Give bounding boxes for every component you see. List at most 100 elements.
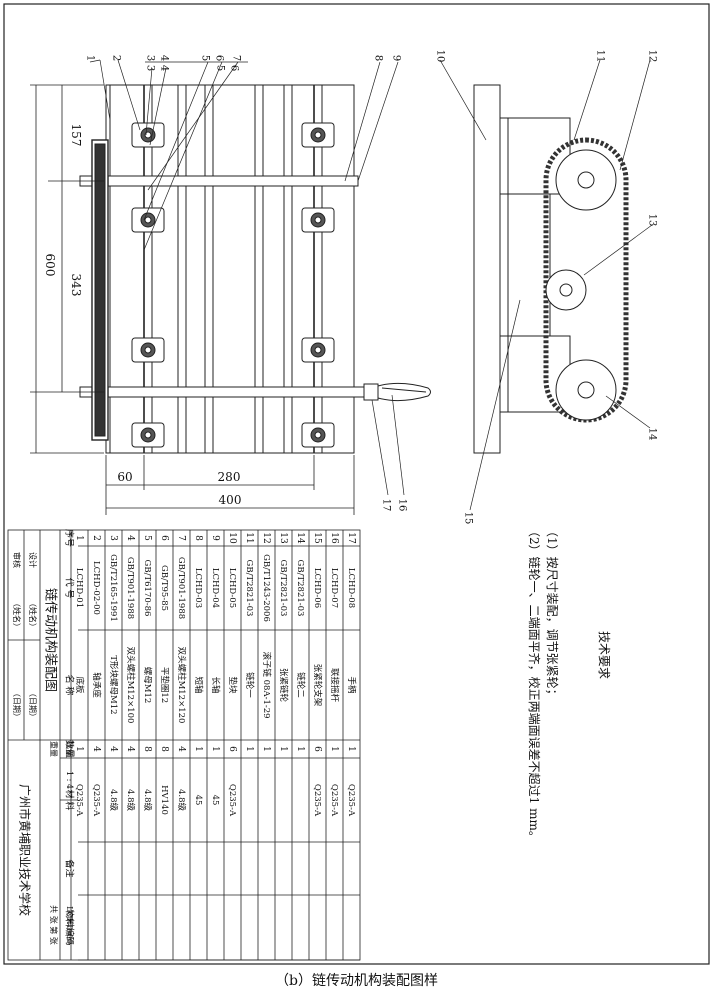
bom-cell-qty: 1 — [210, 746, 220, 752]
bom-cell-seq: 12 — [261, 532, 271, 543]
balloon-label: 5 — [200, 55, 211, 61]
bearing-block — [301, 122, 335, 148]
bom-header-matcode: 物料编码 — [64, 909, 76, 945]
bom-cell-code: GB/T2821-03 — [244, 560, 254, 617]
sprocket-two — [555, 359, 617, 421]
bom-cell-name: 平垫圈12 — [159, 667, 170, 703]
bom-cell-material: Q235-A — [74, 784, 84, 817]
bom-cell-name: 长轴 — [210, 676, 221, 693]
bearing-block — [301, 337, 335, 363]
bom-cell-code: GB/T6170-86 — [142, 560, 152, 617]
bom-cell-name: 双头螺柱M12×100 — [125, 647, 136, 724]
balloon-label: 16 — [397, 499, 408, 512]
bom-cell-code: LCHD-05 — [227, 568, 237, 608]
short-shaft — [79, 175, 359, 187]
bom-cell-seq: 10 — [227, 532, 237, 544]
balloon-label: 13 — [647, 214, 658, 227]
bom-cell-seq: 14 — [295, 532, 305, 544]
design-date: （日期） — [28, 689, 37, 721]
bom-cell-seq: 11 — [244, 532, 254, 543]
bom-cell-qty: 1 — [295, 746, 305, 752]
bom-cell-seq: 2 — [91, 535, 101, 541]
bom-cell-qty: 4 — [108, 746, 118, 752]
bom-cell-code: GB/T901-1988 — [176, 557, 186, 619]
tech-req-item-1: （1）按尺寸装配，调节张紧轮； — [545, 525, 559, 701]
bom-cell-material: Q235-A — [312, 784, 322, 817]
bom-cell-code: LCHD-06 — [312, 568, 322, 608]
bom-cell-name: 张紧链轮 — [278, 668, 289, 703]
bom-cell-seq: 7 — [176, 535, 186, 541]
bom-cell-name: 联接摇杆 — [329, 668, 340, 703]
roller-chain-inner — [94, 143, 106, 437]
bom-cell-seq: 8 — [193, 535, 203, 541]
bom-cell-name: T形块螺母M12 — [108, 655, 119, 714]
bom-cell-code: LCHD-01 — [74, 568, 84, 608]
bom-cell-code: GB/T1243-2006 — [261, 554, 271, 622]
handle — [377, 382, 431, 402]
bearing-block — [301, 207, 335, 233]
dim-400: 400 — [219, 493, 242, 507]
balloon-label: 3 — [145, 65, 156, 71]
bom-header-seq: 序号 — [64, 529, 76, 547]
balloon-label: 4 — [159, 55, 170, 61]
bom-cell-seq: 3 — [108, 535, 118, 541]
bearing-block — [131, 122, 165, 148]
bom-cell-name: 链轮一 — [244, 672, 255, 698]
bom-header-name: 名 称 — [64, 675, 76, 696]
bom-cell-qty: 1 — [244, 746, 254, 752]
bom-cell-name: 底板 — [74, 676, 85, 694]
tech-req-item-2: （2）链轮一、二端面平齐，校正两端面误差不超过1 mm。 — [527, 525, 542, 843]
bom-cell-name: 螺母M12 — [142, 667, 153, 704]
bom-cell-qty: 1 — [74, 746, 84, 752]
long-shaft — [79, 386, 376, 398]
bom-grid — [7, 529, 361, 961]
drawing-name: 链传动机构装配图 — [43, 588, 58, 692]
review-date: （日期） — [12, 689, 21, 721]
bom-cell-code: GB/T901-1988 — [125, 557, 135, 619]
review-label: 审核 — [12, 552, 22, 568]
handle-hub — [363, 383, 379, 401]
bom-header-note: 备注 — [64, 859, 76, 877]
bearing-blocks — [131, 122, 335, 448]
side-leaders — [439, 59, 653, 511]
bom-cell-material: 4.8级 — [142, 789, 153, 812]
bom-cell-seq: 9 — [210, 535, 220, 541]
balloon-label: 4 — [159, 65, 170, 71]
bom-cell-qty: 1 — [346, 746, 356, 752]
bom-cell-qty: 1 — [278, 746, 288, 752]
balloon-label: 9 — [391, 55, 402, 61]
bom-cell-name: 张紧轮支架 — [312, 664, 323, 707]
sheet-count: 共 张 第 张 — [49, 905, 59, 945]
balloon-label: 1 — [85, 55, 96, 61]
dim-600: 600 — [43, 254, 57, 277]
bom-table: 17LCHD-08手柄1Q235-A16LCHD-07联接摇杆1Q235-A15… — [7, 529, 361, 961]
balloon-label: 5 — [215, 65, 226, 71]
dim-157: 157 — [69, 124, 83, 147]
weight-label: 重量 — [49, 741, 59, 757]
bom-cell-code: GB/T2821-03 — [295, 560, 305, 617]
bom-cell-seq: 6 — [159, 535, 169, 541]
bom-cell-name: 双头螺柱M12×120 — [176, 647, 187, 724]
bom-cell-material: Q235-A — [227, 784, 237, 817]
bearing-block — [131, 422, 165, 448]
bom-cell-code: LCHD-04 — [210, 568, 220, 608]
scale-value: 1 : 4 — [65, 771, 74, 789]
bom-cell-qty: 6 — [227, 746, 237, 752]
bom-cell-seq: 15 — [312, 532, 322, 544]
bom-cell-material: 4.8级 — [176, 789, 187, 812]
bom-cell-code: GB/T95-85 — [159, 565, 169, 611]
bom-header-qty: 数量 — [64, 740, 76, 758]
school-name: 广州市黄埔职业技术学校 — [18, 784, 33, 916]
bom-cell-qty: 4 — [91, 746, 101, 752]
bom-cell-code: LCHD-07 — [329, 568, 339, 608]
bom-cell-qty: 8 — [142, 746, 152, 752]
